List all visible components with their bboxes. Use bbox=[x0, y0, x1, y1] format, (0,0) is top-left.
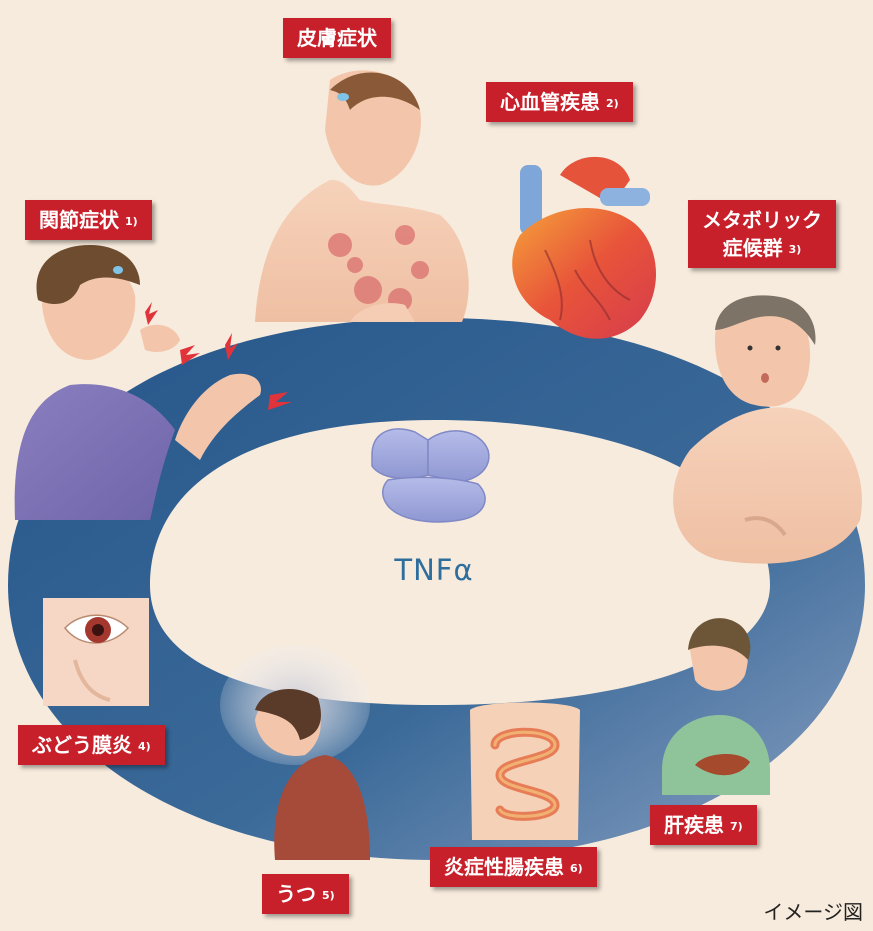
heart-illustration-icon bbox=[512, 157, 656, 339]
label-liver-disease: 肝疾患 7) bbox=[650, 805, 757, 845]
label-text: 皮膚症状 bbox=[297, 26, 377, 50]
reference-number: 2) bbox=[606, 97, 619, 110]
reference-number: 1) bbox=[125, 215, 138, 228]
label-text: うつ bbox=[276, 882, 316, 906]
label-cardiovascular-disease: 心血管疾患 2) bbox=[486, 82, 633, 122]
label-text-line2: 症候群 bbox=[723, 236, 783, 260]
label-joint-symptoms: 関節症状 1) bbox=[25, 200, 152, 240]
reference-number: 6) bbox=[570, 862, 583, 875]
label-text-line1: メタボリック bbox=[702, 206, 822, 234]
reference-number: 5) bbox=[322, 889, 335, 902]
eye-uveitis-illustration-icon bbox=[43, 598, 149, 706]
reference-number: 7) bbox=[730, 820, 743, 833]
label-text: 関節症状 bbox=[39, 208, 119, 232]
skin-symptoms-illustration-icon bbox=[255, 70, 469, 322]
reference-number: 3) bbox=[789, 243, 802, 256]
tnf-alpha-label: TNFα bbox=[379, 553, 489, 587]
label-text: 炎症性腸疾患 bbox=[444, 855, 564, 879]
label-text: 肝疾患 bbox=[664, 813, 724, 837]
label-depression: うつ 5) bbox=[262, 874, 349, 914]
reference-number: 4) bbox=[138, 740, 151, 753]
label-skin-symptoms: 皮膚症状 bbox=[283, 18, 391, 58]
intestine-illustration-icon bbox=[470, 703, 580, 841]
image-caption: イメージ図 bbox=[763, 896, 863, 925]
label-text: 心血管疾患 bbox=[500, 90, 600, 114]
label-metabolic-syndrome: メタボリック 症候群 3) bbox=[688, 200, 836, 268]
label-uveitis: ぶどう膜炎 4) bbox=[18, 725, 165, 765]
tnf-alpha-trimer-icon bbox=[372, 429, 489, 522]
label-text: ぶどう膜炎 bbox=[32, 733, 132, 757]
label-inflammatory-bowel-disease: 炎症性腸疾患 6) bbox=[430, 847, 597, 887]
